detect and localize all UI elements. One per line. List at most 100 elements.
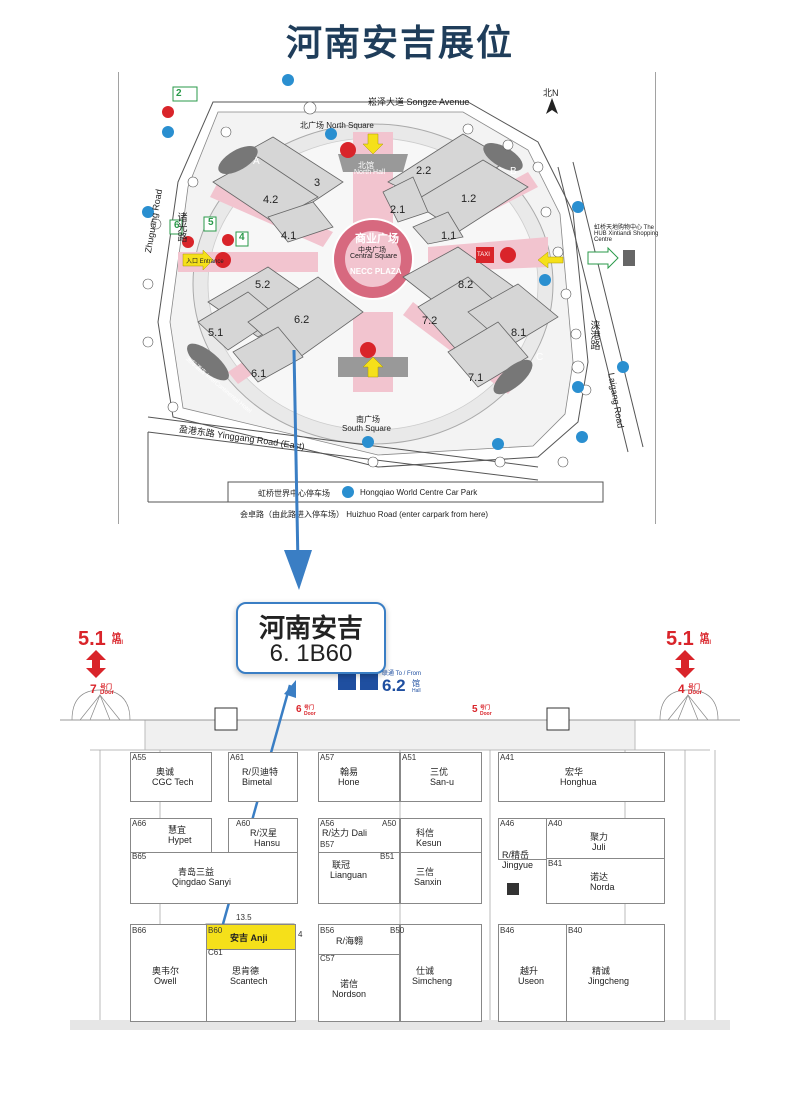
hall-block-sw [197,266,364,383]
door-5-cn: 号门 [480,705,491,711]
booth-en: Nordson [332,989,367,999]
hall-block-ne [382,133,529,245]
booth-code: B65 [132,852,147,861]
booth-cn: 奥韦尔 [152,966,180,976]
booth-code: C61 [208,948,223,957]
hall-block-se [402,246,559,388]
booth-code: A60 [236,819,251,828]
office-a-label: A [253,156,260,167]
right-door-number: 4 [678,682,685,696]
booth-cn: 诺达 [590,872,609,882]
booth-code: B41 [548,859,563,868]
booth-B51[interactable] [400,852,482,904]
booth-en: Useon [518,976,545,986]
venue-map-graphic [117,72,657,524]
hall-block-nw [212,136,344,243]
hall-6-2: 6.2 [294,314,310,326]
hall-8-1: 8.1 [511,327,527,339]
booth-cn: 诺信 [340,979,359,989]
booth-B66[interactable] [130,924,208,1022]
booth-en: Hone [338,777,360,787]
booth-B46[interactable] [498,924,568,1022]
connector-arrow [284,349,312,590]
booth-B40[interactable] [566,924,665,1022]
right-hall-number: 5.1 [666,628,694,650]
booth-B50[interactable] [400,924,482,1022]
hall-1-1: 1.1 [441,230,457,242]
booth-en: Lianguan [330,870,368,880]
entrance-label: 入口 Entrance [186,259,224,265]
booth-A40[interactable] [546,818,665,860]
to-hall-word: 馆 [412,679,420,688]
booth-cn: 三信 [416,867,435,877]
plaza-en: NECC PLAZA [350,267,402,276]
booth-en: Simcheng [412,976,453,986]
booth-A57[interactable] [318,752,400,802]
right-up-down-arrow [675,650,695,678]
booth-en: Kesun [416,838,442,848]
booth-B41[interactable] [546,858,665,904]
booth-cn: R/海翱 [336,936,364,946]
north-square-label: 北广场 North Square [300,121,374,130]
booth-A51[interactable] [400,752,482,802]
door-6-number: 6 [296,704,302,715]
carpark-cn: 虹桥世界中心停车场 [258,489,330,498]
callout-company: 河南安吉 [258,614,363,644]
compass-label: 北N [543,88,559,98]
office-b-label: B [510,166,517,177]
door-5-en: Door [480,711,492,717]
booth-code: A50 [382,819,397,828]
booth-en: Norda [590,882,615,892]
left-door-en: Door [100,690,114,696]
booth-A55[interactable] [130,752,212,802]
booth-C57[interactable] [318,954,400,1022]
booth-code: B46 [500,926,515,935]
booth-B60-highlight[interactable] [206,924,296,950]
booth-en: Hypet [168,835,192,845]
hall-8-2: 8.2 [458,279,474,291]
booth-cn: R/达力 Dali [322,828,368,838]
booth-code: A51 [402,753,417,762]
booth-callout: 河南安吉 6. 1B60 [236,602,386,674]
zhuguang-road-cn: 诸光路 [175,212,186,242]
booth-cn: 宏华 [565,767,584,777]
elevator-icon [360,672,378,690]
booth-cn: 联冠 [332,860,351,870]
hall-1-2: 1.2 [461,193,477,205]
booth-en: CGC Tech [152,777,194,787]
booth-A41[interactable] [498,752,665,802]
central-square-en: Central Square [350,253,398,260]
callout-booth-number: 6. 1B60 [269,640,353,667]
hall-7-2: 7.2 [422,315,438,327]
booth-cn: 仕诚 [416,966,435,976]
booth-cn: R/精岳 [502,850,530,860]
booth-code: C57 [320,954,335,963]
booth-B65[interactable] [130,852,298,904]
booth-B57[interactable] [318,852,400,904]
booth-B56[interactable] [318,924,400,956]
right-door-cn: 号门 [688,685,701,691]
hall-3: 3 [314,177,321,189]
booth-cn: 科信 [416,828,435,838]
escalator-icon [338,672,356,690]
to-from-label: 联通 To / From [382,671,422,677]
north-hall-en: North Hall [354,169,386,176]
booth-cn: 青岛三益 [178,867,215,877]
plaza-cn: 商业广场 [355,233,399,245]
carpark-en: Hongqiao World Centre Car Park [360,488,478,497]
huizhuo-road-label: 会卓路（由此路进入停车场） Huizhuo Road (enter carpar… [240,510,489,519]
booth-code: A66 [132,819,147,828]
booth-code: A57 [320,753,335,762]
booth-A61[interactable] [228,752,298,802]
booth-cn: R/汉星 [250,828,278,838]
booth-en: Sanxin [414,877,442,887]
booth-en: Hansu [254,838,281,848]
booth-code: B40 [568,926,583,935]
left-hall-number: 5.1 [78,628,106,650]
booth-C61[interactable] [206,948,296,1022]
booth-en: Owell [154,976,177,986]
booth-cn: 慧宜 [168,825,187,835]
right-hall-word: 馆 [700,632,710,642]
metro-exit-6-num: 6 [174,220,180,231]
south-square-cn: 南广场 [356,415,380,424]
